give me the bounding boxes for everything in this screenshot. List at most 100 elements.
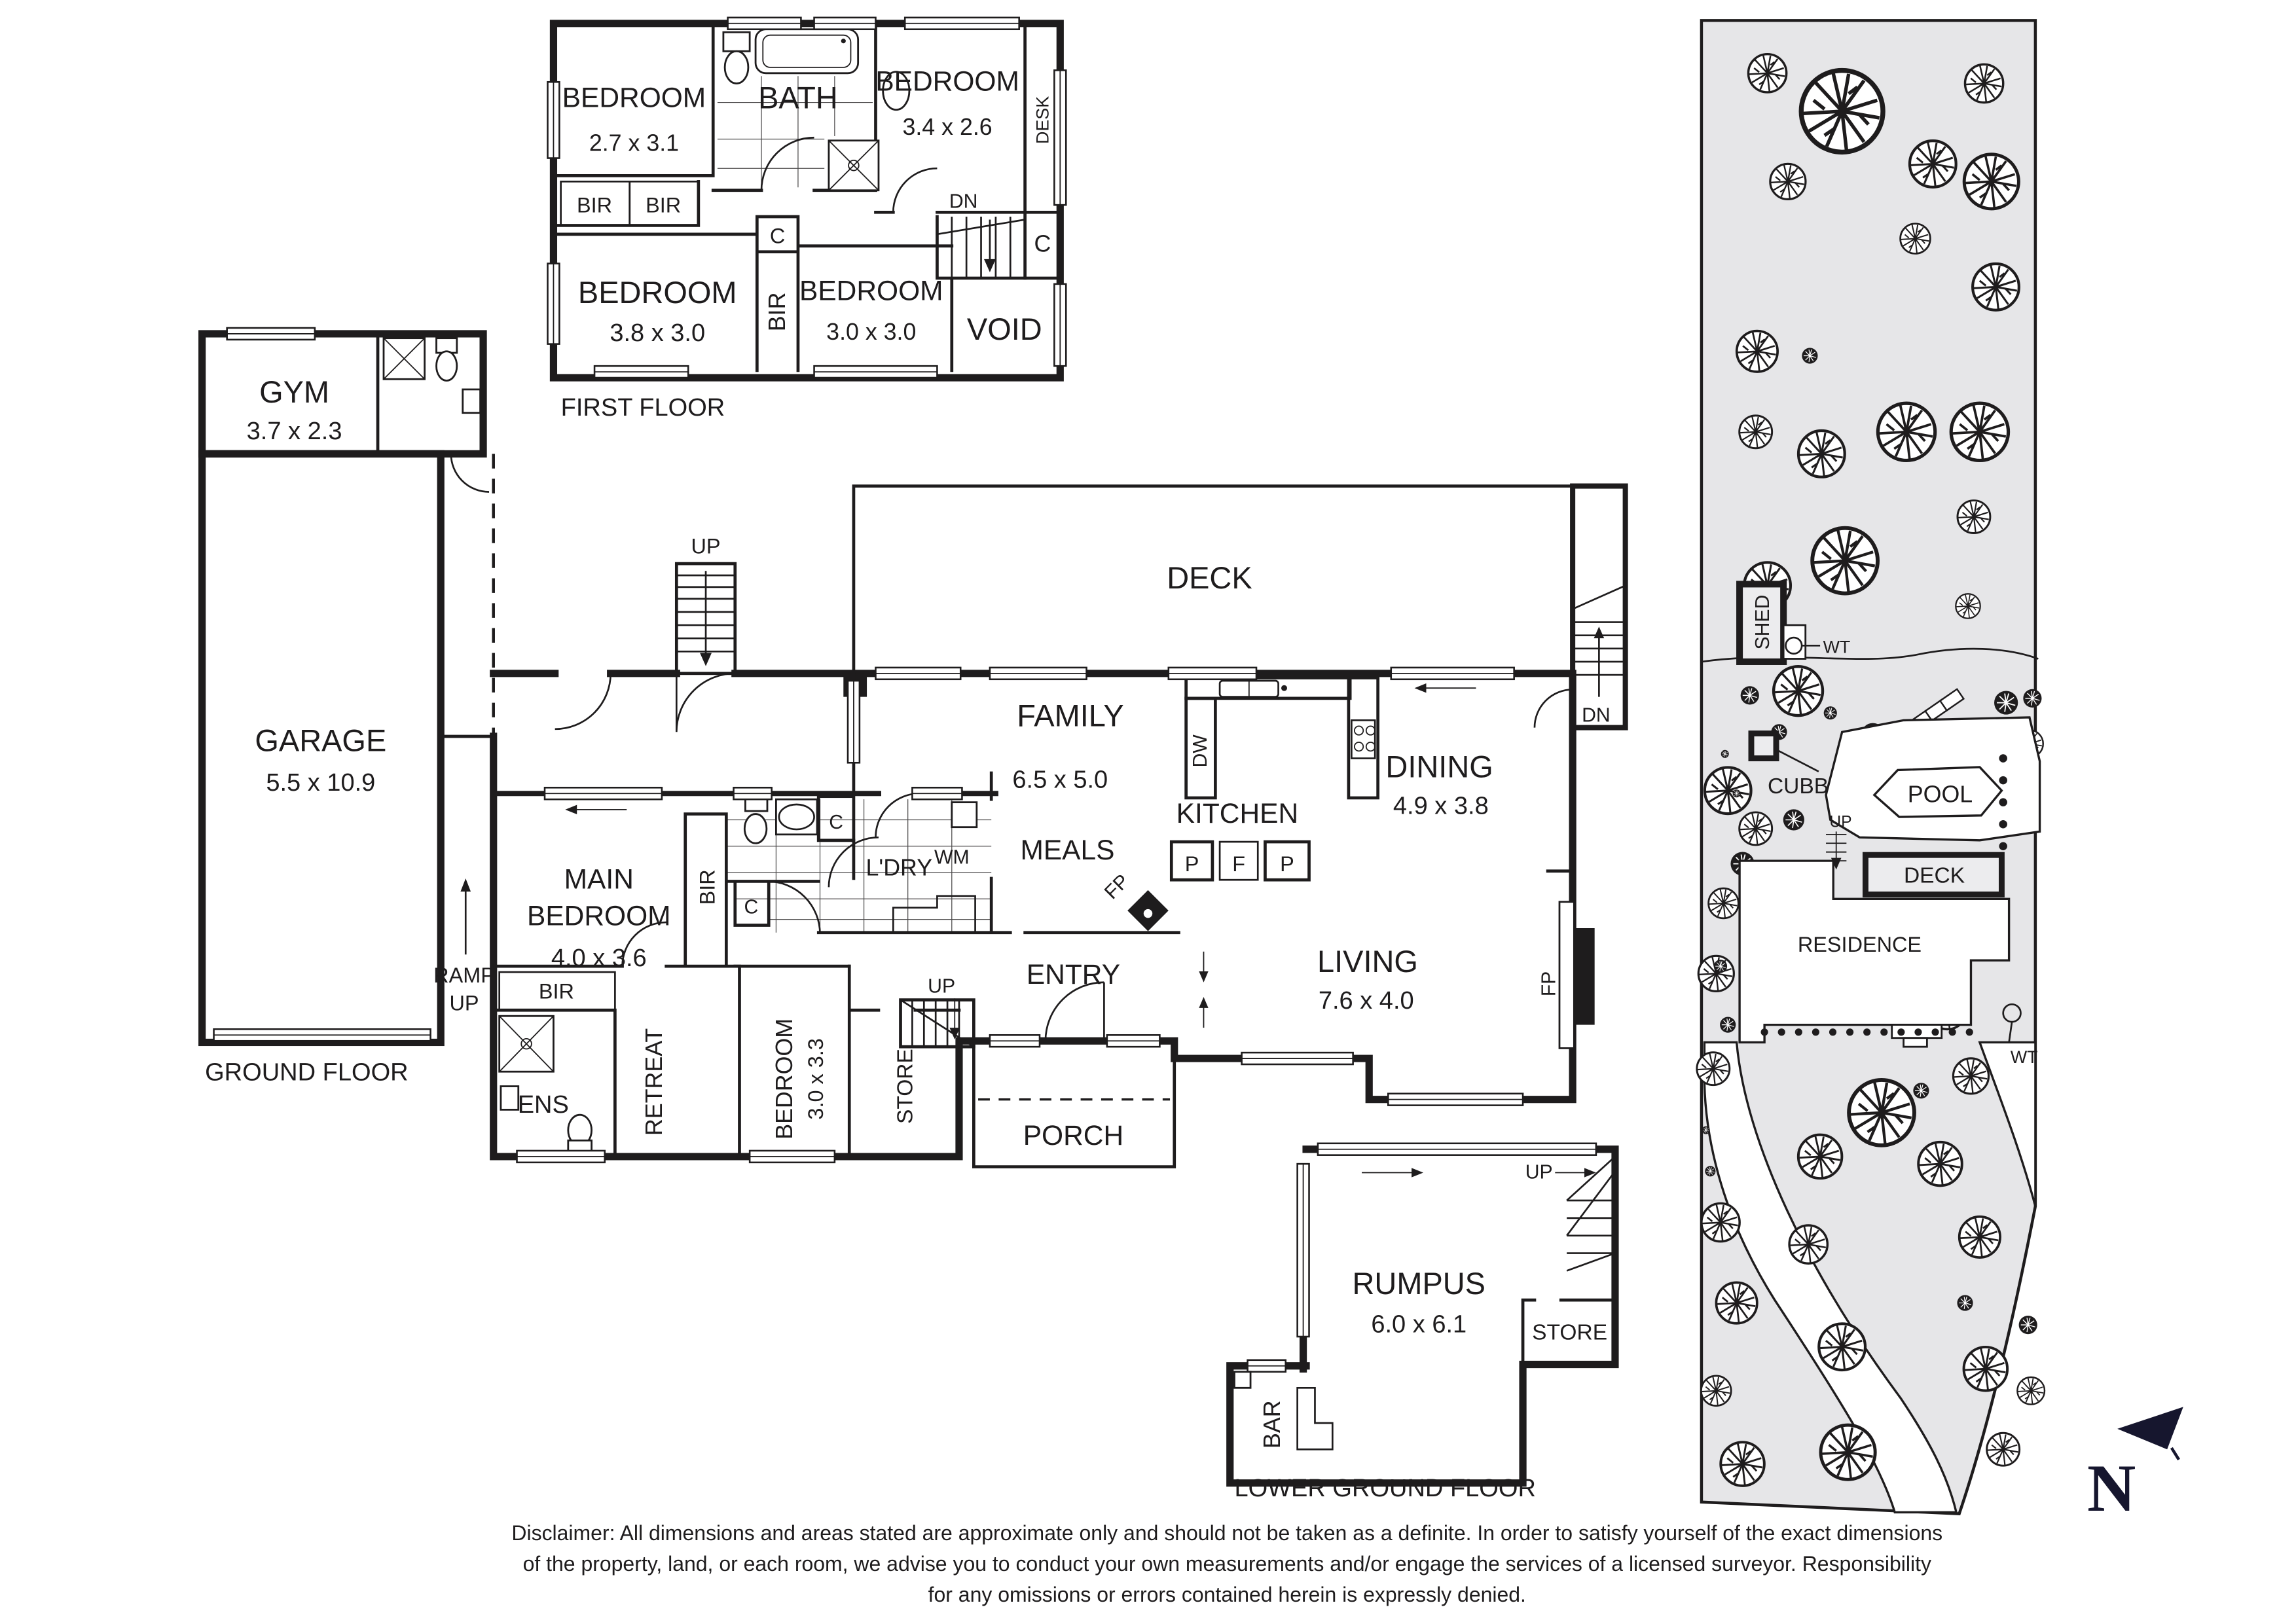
ff-bedroom-bm-dims: 3.0 x 3.0: [826, 319, 916, 345]
gf-bedroom-label: BEDROOM: [771, 1018, 797, 1140]
tree-icon: [1986, 1432, 2021, 1467]
lg-rumpus-dims: 6.0 x 6.1: [1371, 1310, 1467, 1338]
gf-entry-up-label: UP: [928, 975, 955, 997]
tree-icon: [1801, 71, 1883, 153]
post-dot: [1999, 798, 2007, 806]
gf-pantry-a-label: P: [1185, 852, 1199, 876]
shed-outline: [1736, 581, 1787, 665]
cubby-outline: [1748, 730, 1779, 762]
tree-icon: [1696, 1051, 1731, 1087]
disclaimer-line-3: for any omissions or errors contained he…: [928, 1583, 1526, 1606]
tree-icon: [1899, 223, 1931, 255]
pool-water: [1872, 766, 2003, 818]
ff-dn-label: DN: [949, 191, 978, 213]
post-dot: [1863, 1028, 1871, 1036]
gf-store-label: STORE: [893, 1049, 917, 1124]
tree-icon: [1910, 141, 1956, 187]
post-dot: [1931, 1028, 1939, 1036]
tree-icon: [1952, 1057, 1990, 1095]
disclaimer-line-1: Disclaimer: All dimensions and areas sta…: [511, 1521, 1942, 1545]
ff-bedroom-bm-label: BEDROOM: [799, 276, 943, 307]
tree-icon: [1798, 431, 1845, 477]
water-tank-top-icon: [1785, 636, 1803, 655]
gf-garage-dims: 5.5 x 10.9: [266, 769, 375, 797]
tree-icon: [1955, 593, 1981, 619]
post-dot: [1948, 1028, 1956, 1036]
gf-ldry-label: L'DRY: [866, 854, 932, 880]
tree-icon: [1963, 63, 2005, 104]
disclaimer-line-2: of the property, land, or each room, we …: [523, 1552, 1931, 1576]
gf-entry-label: ENTRY: [1027, 960, 1120, 990]
gf-wm-label: WM: [934, 847, 970, 869]
gf-deck-label: DECK: [1167, 560, 1252, 595]
shrub-icon: [1732, 789, 1741, 798]
ff-bath-label: BATH: [758, 81, 838, 115]
ff-bedroom-tr-label: BEDROOM: [875, 67, 1019, 98]
site-up-label: UP: [1829, 814, 1851, 831]
shed-label: SHED: [1752, 595, 1774, 650]
pool-label: POOL: [1908, 782, 1973, 808]
post-dot: [1880, 1028, 1888, 1036]
gf-garage-label: GARAGE: [255, 723, 386, 757]
shrub-icon: [2018, 1315, 2038, 1335]
tree-icon: [1849, 1080, 1914, 1145]
post-dot: [1760, 1028, 1768, 1036]
post-dot: [1846, 1028, 1854, 1036]
gf-dining-label: DINING: [1385, 749, 1493, 784]
gf-porch-label: PORCH: [1023, 1121, 1123, 1151]
gf-gym-label: GYM: [259, 374, 329, 409]
post-dot: [1999, 754, 2007, 763]
tree-icon: [1705, 767, 1751, 814]
gf-dining-dims: 4.9 x 3.8: [1393, 793, 1489, 820]
shrub-icon: [1740, 685, 1760, 706]
ff-void-label: VOID: [967, 312, 1042, 346]
tree-icon: [1769, 162, 1807, 200]
post-dot: [1965, 1028, 1973, 1036]
tree-icon: [1812, 528, 1878, 594]
gf-ramp-label-2: UP: [449, 991, 479, 1015]
tree-icon: [1735, 329, 1779, 373]
tree-icon: [1917, 1140, 1963, 1187]
ground-floor-plan: DN DECK GYM 3.7 x 2.3 GARAGE 5.5 x 10.9 …: [198, 327, 1628, 1168]
shrub-icon: [1721, 749, 1730, 759]
lg-store-label: STORE: [1532, 1320, 1607, 1344]
disclaimer: Disclaimer: All dimensions and areas sta…: [511, 1521, 1942, 1606]
wt-top-label: WT: [1823, 638, 1851, 657]
tree-icon: [1796, 1133, 1844, 1180]
ground-floor-title: GROUND FLOOR: [205, 1059, 408, 1087]
site-deck-outline: [1862, 852, 2005, 898]
post-dot: [1812, 1028, 1819, 1036]
post-dot: [1914, 1028, 1922, 1036]
post-dot: [1999, 820, 2007, 829]
site-plan: SHED WT CUBBY POOL UP DECK RESIDENCE WT: [1696, 19, 2046, 1515]
ff-closet-a-label: C: [770, 224, 785, 247]
gf-central-stairs: [674, 562, 737, 676]
gf-pantry-b-label: P: [1280, 852, 1294, 876]
gf-entry-stairs: [899, 998, 975, 1049]
tree-icon: [1738, 414, 1774, 450]
north-label: N: [2087, 1451, 2136, 1526]
post-dot: [1829, 1028, 1837, 1036]
tree-icon: [1958, 1215, 2001, 1259]
tree-icon: [1700, 1202, 1741, 1243]
ff-desk-label: DESK: [1032, 96, 1052, 144]
tree-icon: [2016, 1376, 2046, 1405]
tree-icon: [1878, 403, 1935, 460]
wt-bottom-label: WT: [2011, 1047, 2038, 1067]
residence-label: RESIDENCE: [1798, 933, 1922, 956]
tree-icon: [1747, 52, 1788, 94]
lg-bar-label: BAR: [1259, 1400, 1285, 1449]
shrub-icon: [1713, 959, 1728, 973]
gf-family-dims: 6.5 x 5.0: [1012, 766, 1108, 793]
ff-bir-c-label: BIR: [764, 293, 790, 332]
gf-closet-b-label: C: [744, 897, 758, 918]
shrub-icon: [1801, 347, 1819, 365]
gf-living-dims: 7.6 x 4.0: [1319, 987, 1414, 1015]
post-dot: [1777, 1028, 1785, 1036]
gf-bedroom-dims: 3.0 x 3.3: [804, 1038, 828, 1119]
stepping-stone: [1939, 688, 1965, 712]
post-dot: [1795, 1028, 1802, 1036]
tree-icon: [1964, 154, 2018, 209]
shrub-icon: [1994, 690, 2019, 715]
